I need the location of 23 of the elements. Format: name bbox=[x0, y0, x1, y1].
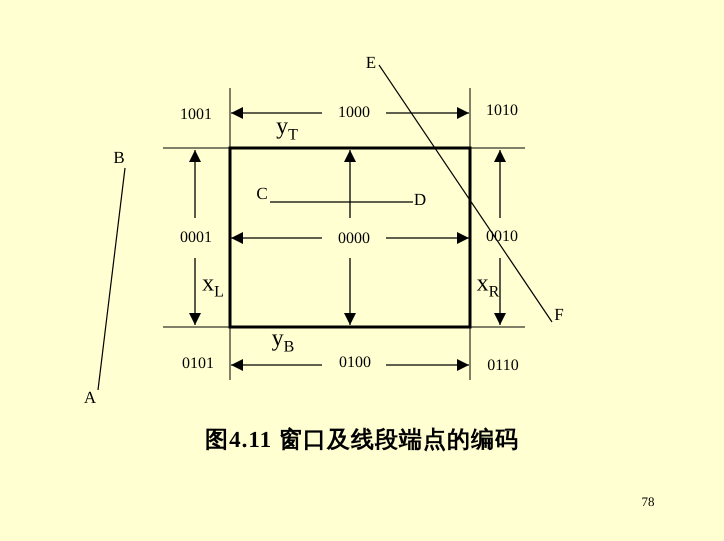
point-label: D bbox=[414, 190, 426, 209]
point-label: A bbox=[84, 388, 96, 407]
point-label: F bbox=[554, 305, 564, 324]
point-label: E bbox=[366, 53, 376, 72]
region-code: 1000 bbox=[338, 104, 370, 122]
point-label: C bbox=[256, 184, 268, 203]
region-code: 0110 bbox=[487, 357, 519, 375]
line-segment bbox=[378, 64, 552, 322]
line-segment bbox=[270, 201, 413, 203]
boundary-label: y$_{B}$ bbox=[272, 326, 294, 358]
region-code: 0101 bbox=[182, 355, 214, 373]
line-segment bbox=[97, 168, 126, 390]
boundary-label: x$_{L}$ bbox=[202, 270, 224, 302]
figure-caption: 图4.11 窗口及线段端点的编码 bbox=[205, 427, 519, 452]
region-code: 0100 bbox=[339, 354, 371, 372]
boundary-label: x$_{R}$ bbox=[476, 270, 500, 302]
point-label: B bbox=[113, 148, 125, 167]
region-code: 0001 bbox=[180, 229, 212, 247]
region-code: 0000 bbox=[338, 230, 370, 248]
region-code: 1001 bbox=[180, 106, 212, 124]
page-number: 78 bbox=[642, 493, 654, 511]
boundary-label: y$_{T}$ bbox=[276, 114, 298, 146]
region-code: 1010 bbox=[486, 102, 518, 120]
